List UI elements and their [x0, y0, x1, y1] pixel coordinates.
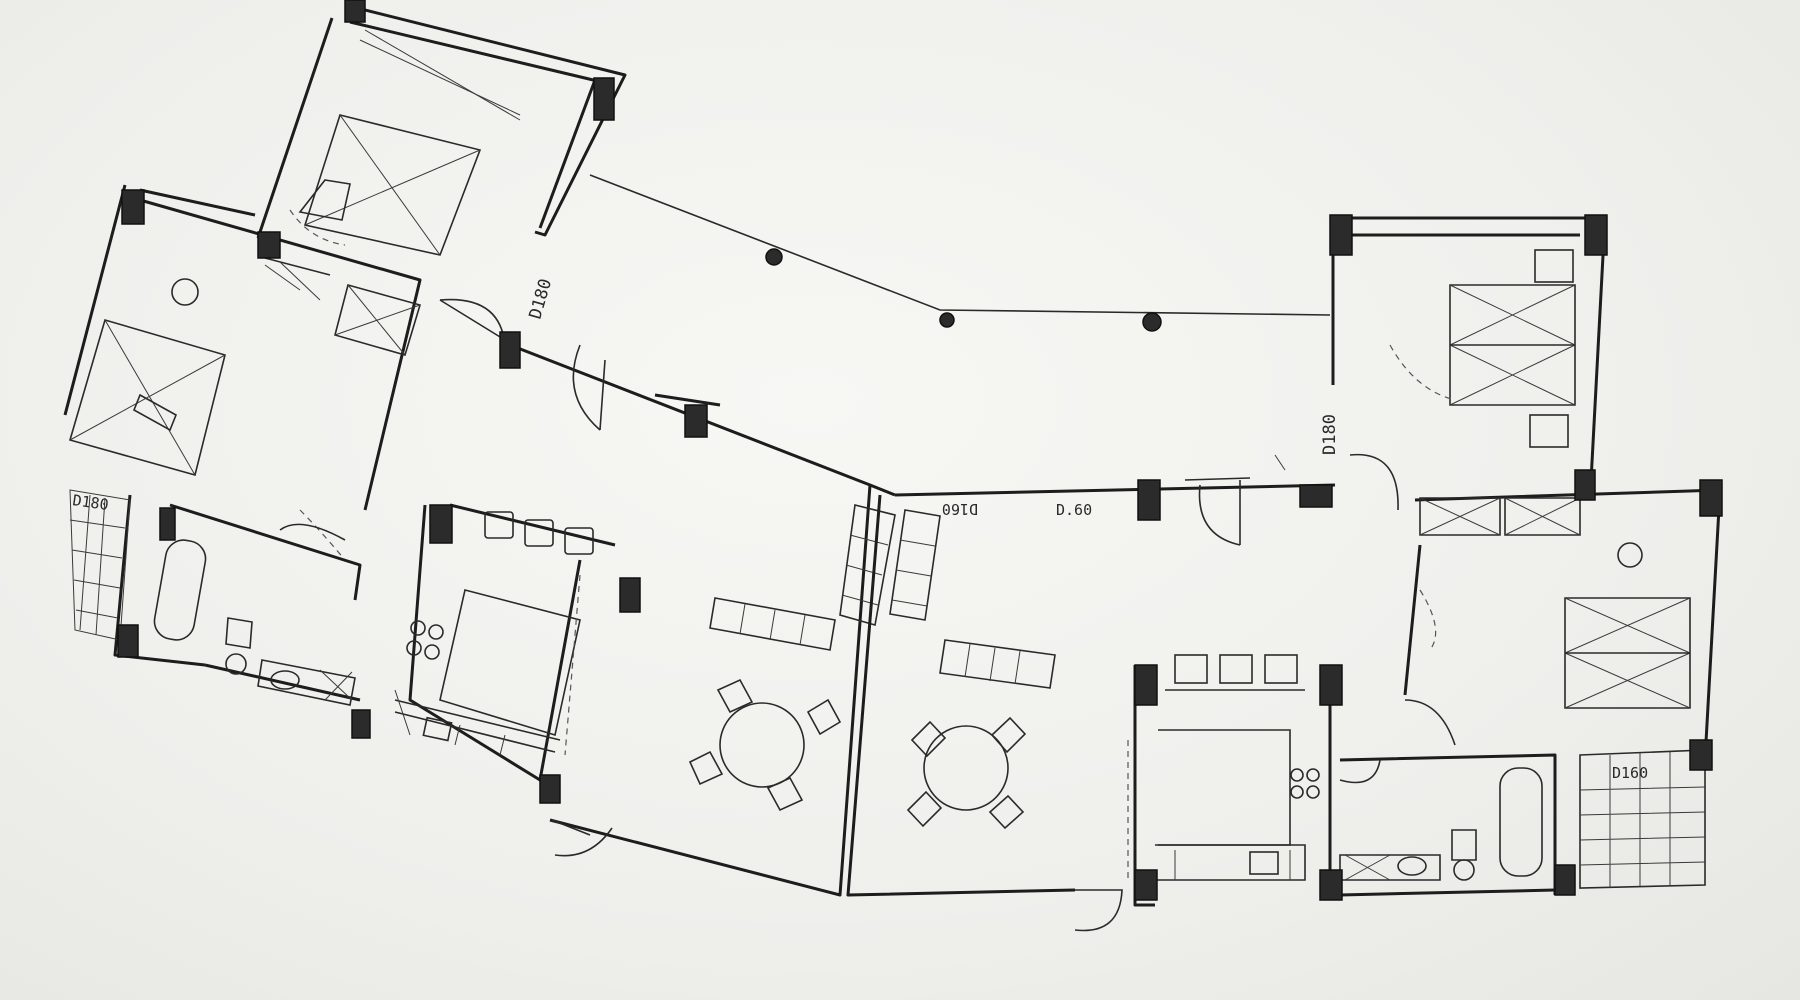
door-label-top: D180	[526, 276, 557, 321]
central-dining-table	[923, 725, 1009, 811]
right-unit: D160 D.60	[846, 214, 1723, 932]
terrace-line: D180	[439, 174, 1331, 346]
left-dining-table	[719, 702, 805, 788]
bar-stool	[524, 519, 554, 547]
left-unit: D180	[63, 0, 1331, 897]
left-kitchen	[394, 503, 616, 782]
right-lower-bedroom	[1403, 488, 1722, 761]
bar-stool	[1174, 654, 1208, 684]
window-label-mid-a: D160	[942, 500, 978, 518]
left-kitchen-island	[439, 589, 581, 737]
window-label-left: D180	[71, 491, 109, 514]
right-unit-columns	[1134, 214, 1723, 901]
left-bedroom	[63, 184, 422, 561]
terrace-column	[765, 248, 783, 266]
top-bedroom	[256, 3, 627, 256]
window-label-right: D160	[1612, 764, 1648, 782]
left-toilet	[225, 617, 253, 649]
nightstand	[1534, 249, 1574, 283]
window-label-mid-b: D.60	[1056, 501, 1092, 519]
left-kitchen-sink	[422, 716, 453, 742]
left-bathroom: D180	[69, 489, 362, 706]
left-sink-counter	[257, 659, 356, 706]
left-sofa	[709, 597, 836, 651]
left-side-sofa	[839, 504, 896, 627]
bar-stool	[1264, 654, 1298, 684]
nightstand	[1529, 414, 1569, 448]
left-balcony-tiles	[69, 494, 126, 636]
left-unit-columns	[117, 0, 708, 804]
bar-stool	[1219, 654, 1253, 684]
right-bedroom-round-table	[1617, 542, 1643, 568]
left-bathtub	[153, 539, 207, 641]
right-top-bedroom: D180	[1320, 216, 1607, 511]
top-bedroom-bed	[303, 114, 482, 256]
right-balcony-tiles	[1579, 752, 1706, 888]
left-living	[509, 343, 896, 897]
bar-stool	[484, 511, 514, 539]
corridor: D160 D.60	[894, 477, 1336, 546]
central-kitchen-island	[1158, 729, 1291, 846]
right-bathtub	[1499, 767, 1543, 877]
terrace-column	[939, 312, 955, 328]
terrace-column	[1142, 312, 1162, 332]
central-sofa	[939, 639, 1056, 689]
central-kitchen	[1127, 654, 1332, 907]
left-bedroom-round-table	[171, 278, 199, 306]
central-living	[846, 494, 1123, 932]
central-side-sofa	[889, 509, 941, 621]
door-label-right: D180	[1320, 414, 1340, 455]
bar-stool	[564, 527, 594, 555]
central-kitchen-sink	[1249, 851, 1279, 875]
right-balcony: D160	[1579, 749, 1706, 889]
right-bathroom	[1339, 753, 1557, 897]
right-toilet	[1451, 829, 1477, 861]
